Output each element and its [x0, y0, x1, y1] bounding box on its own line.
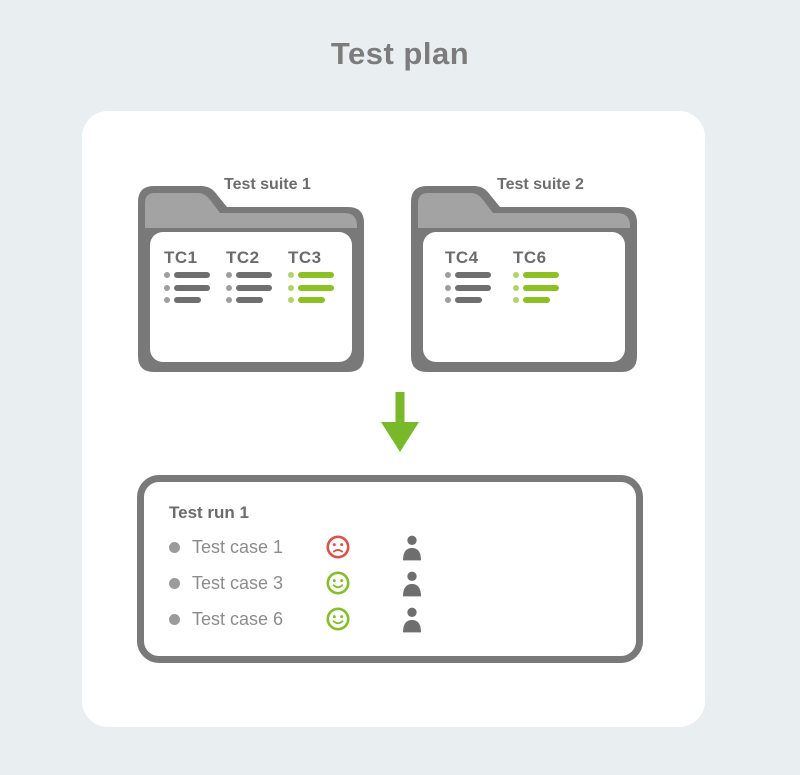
list-line [513, 284, 559, 291]
person-icon [403, 535, 421, 560]
list-lines-icon [288, 272, 334, 303]
list-line [513, 272, 559, 278]
test-case-item: TC1 [164, 248, 210, 303]
test-case-id: TC4 [445, 248, 479, 267]
happy-face-icon [326, 571, 350, 595]
test-run-title: Test run 1 [169, 503, 249, 522]
person-icon [403, 607, 421, 632]
list-line [226, 272, 272, 278]
list-lines-icon [164, 272, 210, 303]
test-run-row: Test case 3 [169, 565, 636, 601]
bullet-icon [169, 541, 180, 553]
list-line [226, 297, 272, 303]
list-line [445, 297, 491, 303]
list-line [226, 284, 272, 291]
page-title: Test plan [330, 36, 470, 71]
test-run-box: Test run 1 Test case 1 Test case 3 [137, 475, 643, 663]
down-arrow-icon [381, 392, 419, 452]
bullet-icon [169, 613, 180, 625]
list-line [288, 284, 334, 291]
diagram-card: Test suite 1 TC1 TC2 TC3 [82, 111, 705, 727]
test-run-row: Test case 6 [169, 601, 636, 637]
list-line [288, 272, 334, 278]
folder-label: Test suite 2 [497, 176, 584, 193]
bullet-icon [169, 577, 180, 589]
test-case-item: TC6 [513, 248, 559, 303]
folder-icon [411, 186, 637, 372]
test-suite-2-folder: Test suite 2 TC4 TC6 [411, 176, 637, 372]
test-case-item: TC3 [288, 248, 334, 303]
list-line [445, 272, 491, 278]
test-case-item: TC2 [226, 248, 272, 303]
person-icon [403, 571, 421, 596]
list-lines-icon [226, 272, 272, 303]
test-run-row: Test case 1 [169, 529, 636, 565]
sad-face-icon [326, 535, 350, 559]
list-line [164, 284, 210, 291]
list-line [513, 297, 559, 303]
test-case-label: Test case 6 [192, 608, 284, 629]
test-case-id: TC6 [513, 248, 547, 267]
list-lines-icon [513, 272, 559, 303]
test-case-label: Test case 3 [192, 572, 284, 593]
test-suite-1-folder: Test suite 1 TC1 TC2 TC3 [138, 176, 364, 372]
list-line [164, 297, 210, 303]
folder-content: TC4 TC6 [445, 248, 559, 303]
folder-content: TC1 TC2 TC3 [164, 248, 334, 303]
folder-label: Test suite 1 [224, 176, 311, 193]
list-line [445, 284, 491, 291]
folder-icon [138, 186, 364, 372]
list-line [288, 297, 334, 303]
list-lines-icon [445, 272, 491, 303]
list-line [164, 272, 210, 278]
happy-face-icon [326, 607, 350, 631]
test-case-id: TC3 [288, 248, 322, 267]
test-case-id: TC2 [226, 248, 260, 267]
test-case-item: TC4 [445, 248, 491, 303]
test-case-label: Test case 1 [192, 536, 284, 557]
test-case-id: TC1 [164, 248, 198, 267]
